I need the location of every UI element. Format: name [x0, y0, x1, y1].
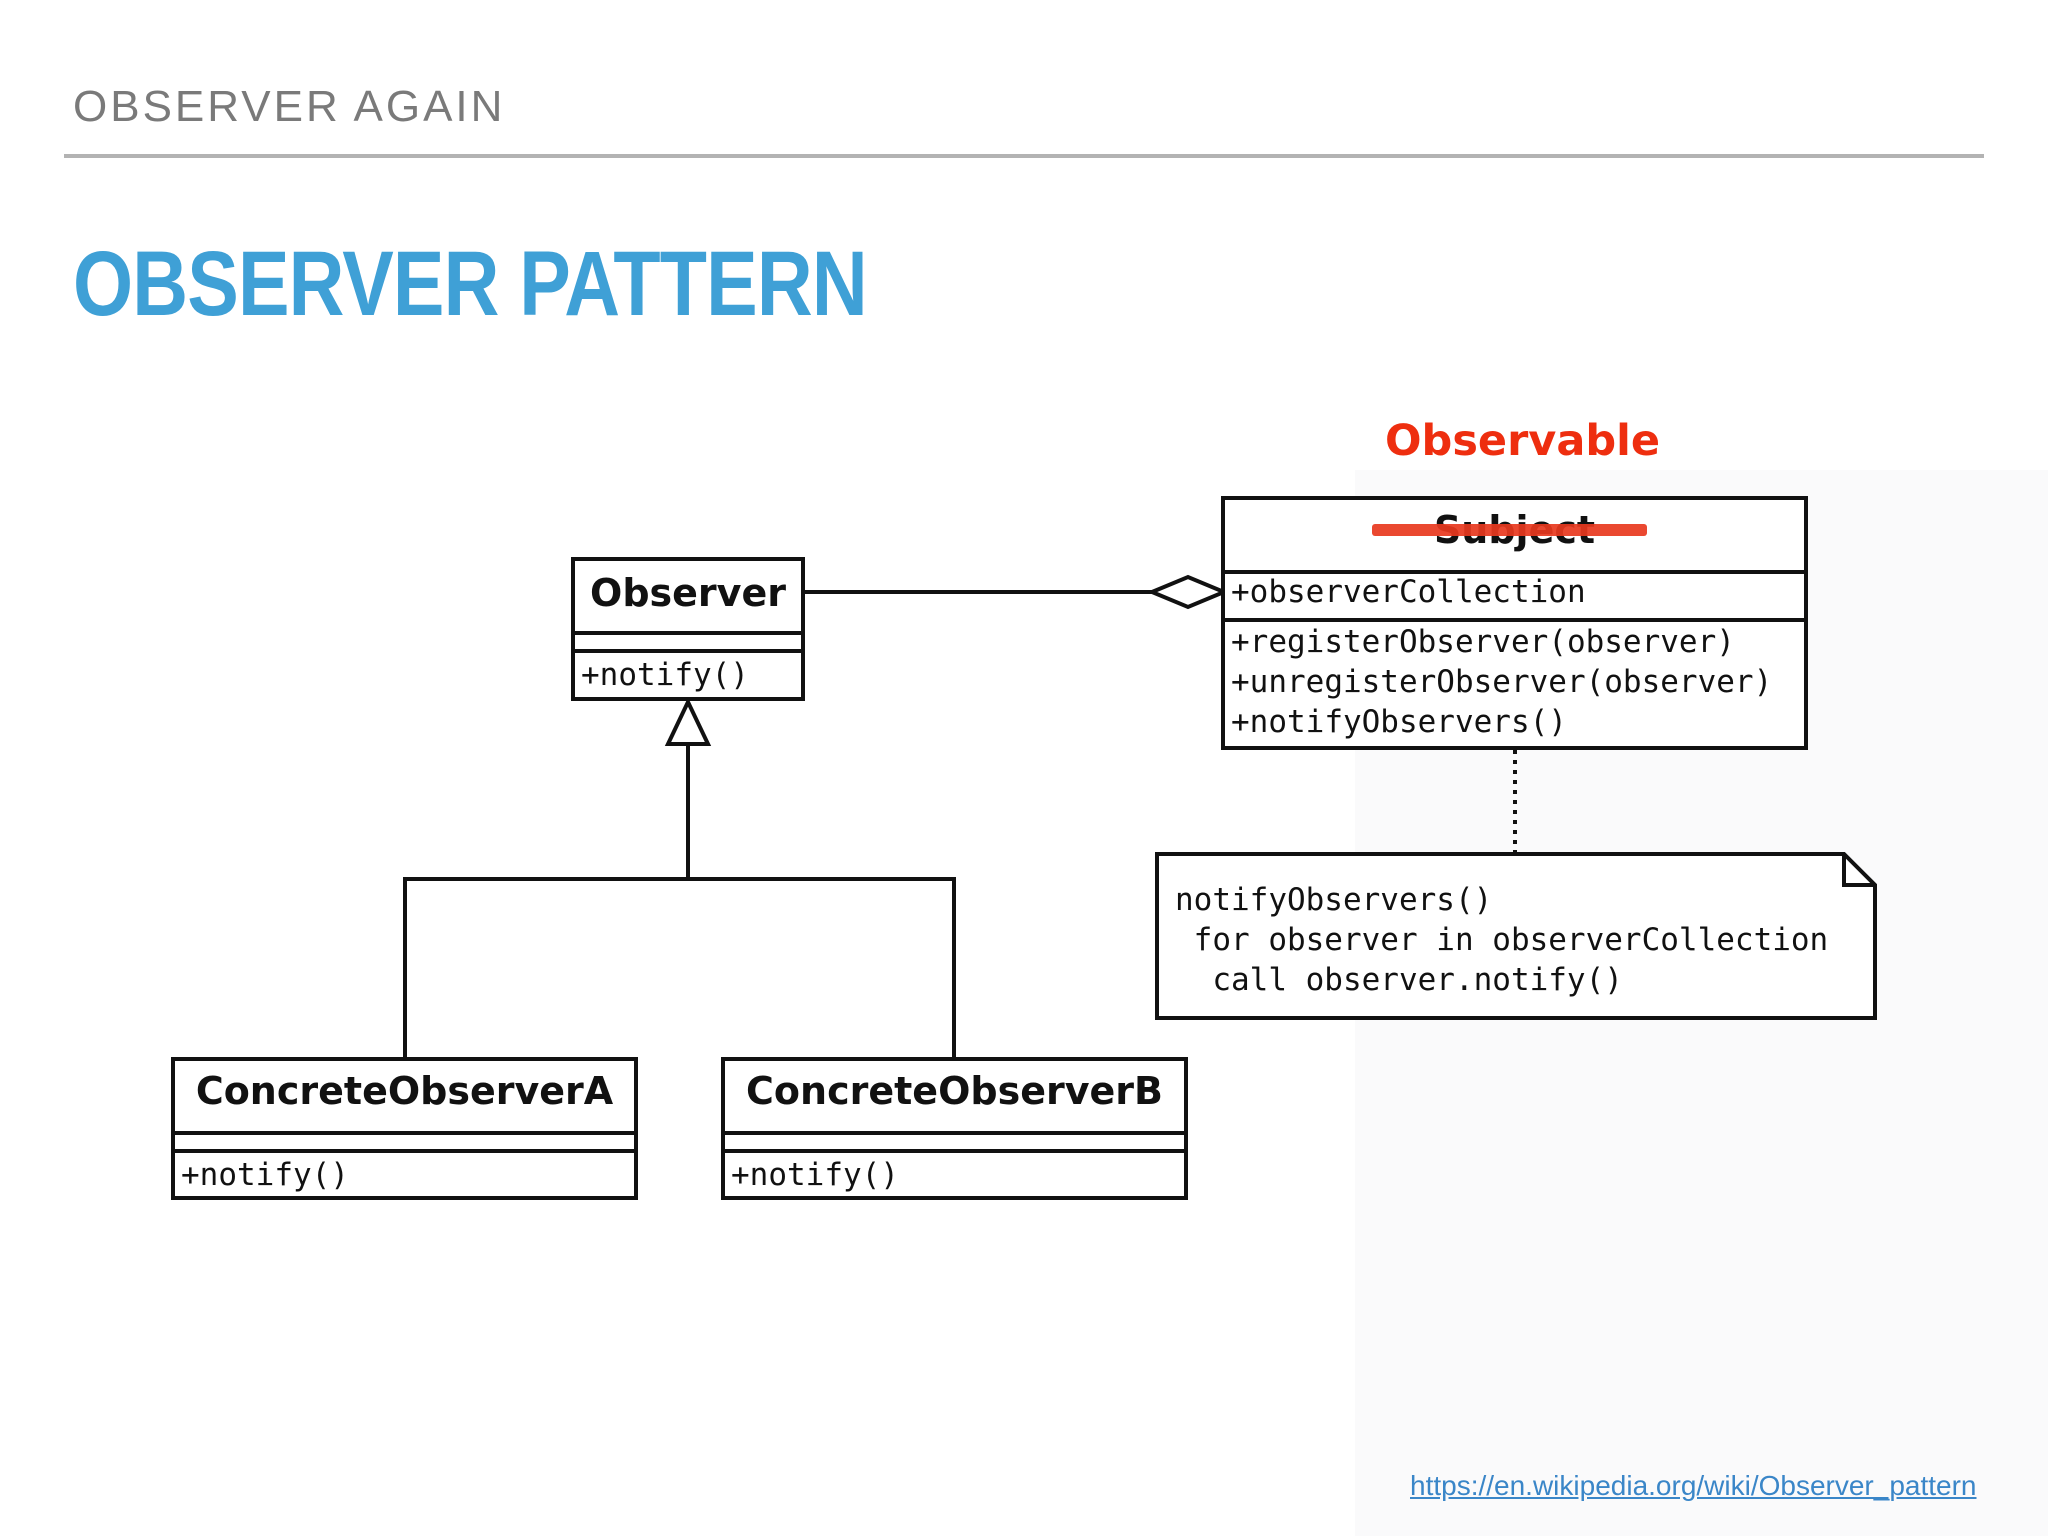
concrete-a-divider-1 [175, 1131, 634, 1135]
observable-annotation: Observable [1385, 416, 1661, 466]
header-divider [64, 154, 1984, 158]
note-line-3: call observer.notify() [1175, 962, 1623, 998]
concrete-b-divider-1 [725, 1131, 1184, 1135]
concrete-observer-a-name: ConcreteObserverA [195, 1069, 614, 1113]
aggregation-diamond [1146, 574, 1230, 610]
observer-method: +notify() [581, 657, 749, 693]
subject-divider-1 [1225, 570, 1804, 574]
subject-divider-2 [1225, 618, 1804, 622]
concrete-b-divider-2 [725, 1149, 1184, 1153]
subject-method-register: +registerObserver(observer) [1231, 624, 1735, 660]
observer-class-name: Observer [590, 571, 786, 615]
subject-strikethrough [1372, 524, 1647, 536]
concrete-observer-b-box: ConcreteObserverB +notify() [721, 1057, 1188, 1200]
source-link[interactable]: https://en.wikipedia.org/wiki/Observer_p… [1410, 1470, 1977, 1501]
concrete-observer-a-method: +notify() [181, 1157, 349, 1193]
generalization-arrowhead [664, 697, 712, 746]
subject-method-unregister: +unregisterObserver(observer) [1231, 664, 1773, 700]
subject-method-notify: +notifyObservers() [1231, 704, 1567, 740]
note-box: notifyObservers() for observer in observ… [1155, 852, 1877, 1020]
note-fold [1842, 854, 1875, 887]
concrete-observer-b-name: ConcreteObserverB [746, 1069, 1163, 1113]
note-line-2: for observer in observerCollection [1175, 922, 1829, 958]
subject-attribute: +observerCollection [1231, 574, 1586, 610]
note-line-1: notifyObservers() [1175, 882, 1493, 918]
note-outline [1155, 852, 1877, 1020]
concrete-observer-a-box: ConcreteObserverA +notify() [171, 1057, 638, 1200]
observer-divider-1 [575, 631, 801, 635]
concrete-observer-b-method: +notify() [731, 1157, 899, 1193]
observer-class-box: Observer +notify() [571, 557, 805, 701]
concrete-a-divider-2 [175, 1149, 634, 1153]
observer-divider-2 [575, 649, 801, 653]
slide-title: OBSERVER PATTERN [73, 233, 868, 335]
section-label: OBSERVER AGAIN [73, 82, 506, 131]
subject-class-box: Subject +observerCollection +registerObs… [1221, 496, 1808, 750]
